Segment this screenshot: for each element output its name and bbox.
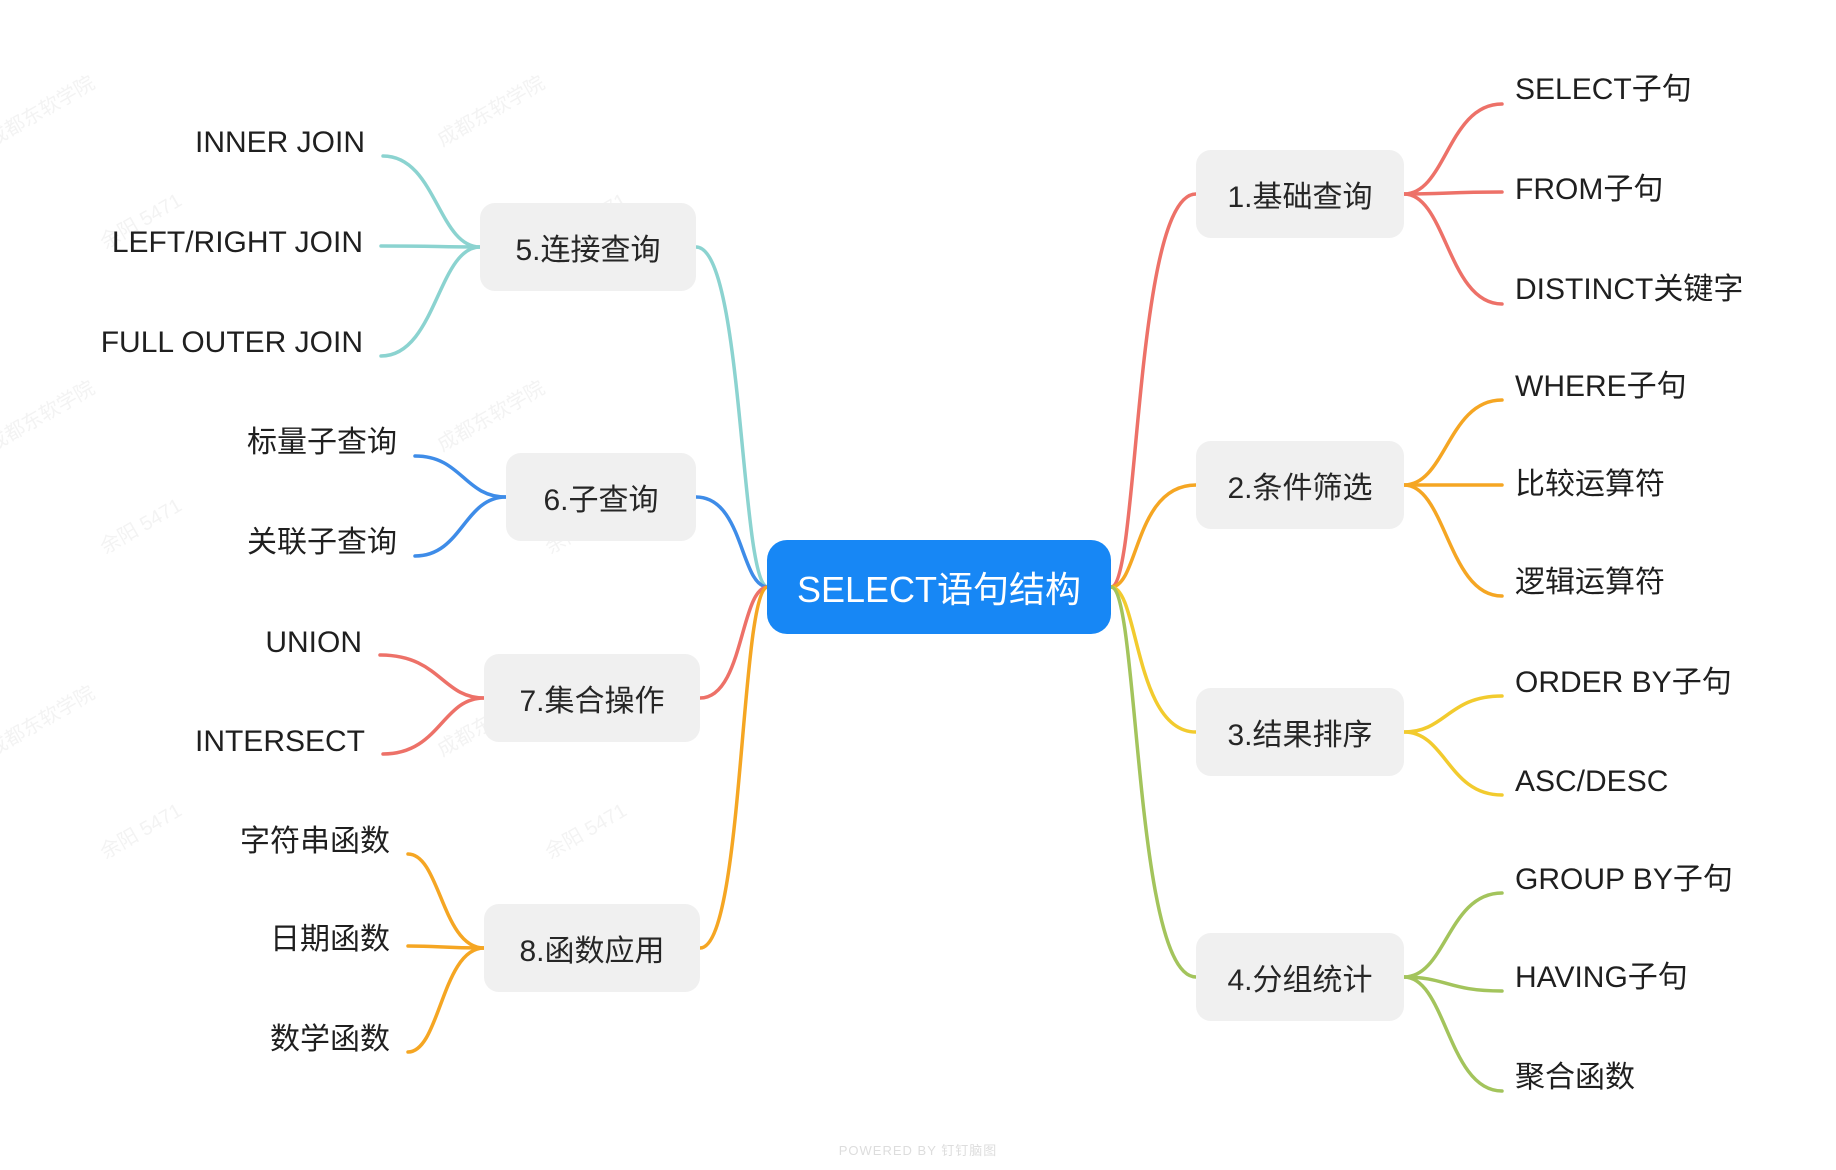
- link-root-branch2: [1109, 483, 1198, 589]
- link-branch8-leaf3: [406, 946, 486, 1054]
- link-branch1-leaf1: [1402, 102, 1504, 196]
- link-branch7-leaf2: [381, 696, 486, 756]
- leaf-node[interactable]: FULL OUTER JOIN: [100, 326, 363, 359]
- branch-node-5[interactable]: 5.连接查询: [480, 203, 696, 291]
- link-root-branch7: [698, 585, 770, 700]
- leaf-node[interactable]: WHERE子句: [1515, 370, 1687, 403]
- leaf-node[interactable]: 比较运算符: [1515, 468, 1665, 501]
- branch-node-6[interactable]: 6.子查询: [506, 453, 696, 541]
- link-branch1-leaf2: [1402, 190, 1504, 196]
- leaf-node[interactable]: DISTINCT关键字: [1515, 273, 1744, 306]
- powered-by-watermark: POWERED BY 钉钉脑图: [838, 1143, 998, 1158]
- branch-node-1[interactable]: 1.基础查询: [1196, 150, 1404, 238]
- link-branch8-leaf1: [406, 852, 486, 950]
- link-branch6-leaf1: [413, 454, 508, 499]
- branch-node-8[interactable]: 8.函数应用: [484, 904, 700, 992]
- leaf-node[interactable]: 聚合函数: [1515, 1061, 1635, 1094]
- link-branch8-leaf2: [406, 944, 486, 950]
- root-node[interactable]: SELECT语句结构: [767, 540, 1111, 634]
- leaf-node[interactable]: 数学函数: [270, 1023, 390, 1056]
- leaf-node[interactable]: 日期函数: [270, 923, 390, 956]
- link-branch5-leaf2: [379, 244, 482, 249]
- link-branch5-leaf1: [381, 154, 482, 249]
- link-branch7-leaf1: [378, 653, 486, 700]
- leaf-node[interactable]: INNER JOIN: [194, 126, 365, 159]
- leaf-node[interactable]: LEFT/RIGHT JOIN: [111, 226, 363, 259]
- leaf-node[interactable]: 字符串函数: [240, 825, 390, 858]
- link-branch4-leaf1: [1402, 891, 1504, 979]
- branch-node-3[interactable]: 3.结果排序: [1196, 688, 1404, 776]
- link-root-branch5: [694, 245, 770, 589]
- link-branch2-leaf3: [1402, 483, 1504, 598]
- leaf-node[interactable]: 逻辑运算符: [1515, 566, 1665, 599]
- link-root-branch1: [1109, 192, 1198, 589]
- link-branch5-leaf3: [379, 245, 482, 358]
- leaf-node[interactable]: UNION: [265, 626, 362, 659]
- branch-node-2[interactable]: 2.条件筛选: [1196, 441, 1404, 529]
- leaf-node[interactable]: INTERSECT: [194, 725, 365, 758]
- leaf-node[interactable]: SELECT子句: [1515, 73, 1692, 106]
- link-branch1-leaf3: [1402, 192, 1504, 306]
- link-branch2-leaf1: [1402, 398, 1504, 487]
- branch-node-4[interactable]: 4.分组统计: [1196, 933, 1404, 1021]
- link-branch4-leaf2: [1402, 975, 1504, 993]
- leaf-node[interactable]: 标量子查询: [247, 426, 397, 459]
- link-root-branch4: [1109, 585, 1198, 979]
- leaf-node[interactable]: 关联子查询: [247, 526, 397, 559]
- link-root-branch3: [1109, 585, 1198, 734]
- link-branch4-leaf3: [1402, 975, 1504, 1093]
- leaf-node[interactable]: FROM子句: [1515, 173, 1664, 206]
- link-branch6-leaf2: [413, 495, 508, 558]
- branch-node-7[interactable]: 7.集合操作: [484, 654, 700, 742]
- link-root-branch8: [698, 585, 770, 950]
- link-branch3-leaf1: [1402, 694, 1504, 734]
- leaf-node[interactable]: HAVING子句: [1515, 961, 1688, 994]
- leaf-node[interactable]: GROUP BY子句: [1515, 863, 1733, 896]
- leaf-node[interactable]: ORDER BY子句: [1515, 666, 1732, 699]
- link-root-branch6: [694, 495, 770, 589]
- leaf-node[interactable]: ASC/DESC: [1515, 765, 1669, 798]
- link-branch3-leaf2: [1402, 730, 1504, 797]
